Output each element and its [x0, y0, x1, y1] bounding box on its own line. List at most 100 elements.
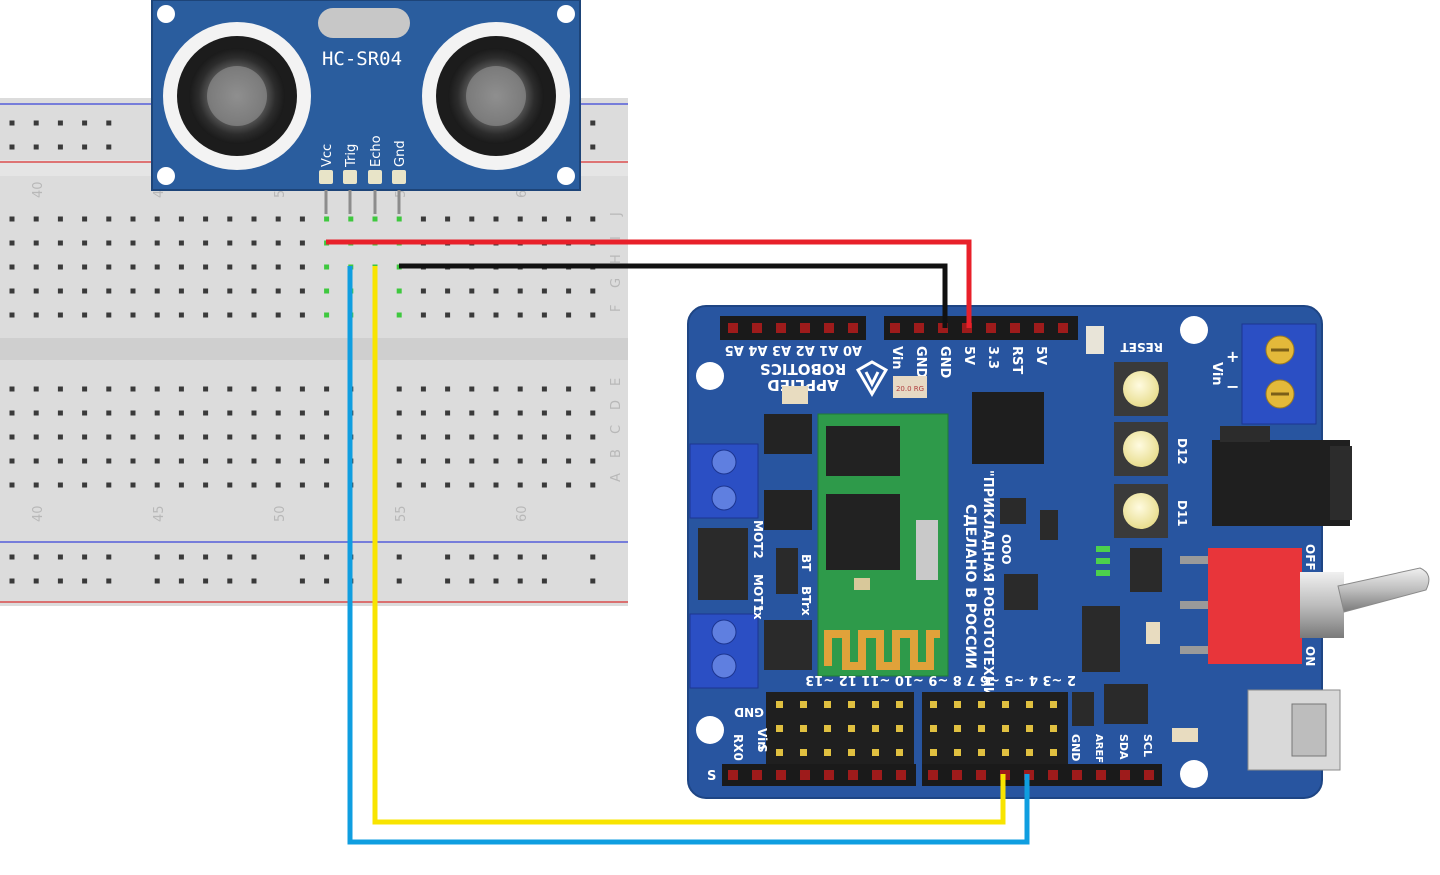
- breadboard-hole: [396, 554, 402, 560]
- jumper-header: [764, 620, 812, 670]
- power-label-gnd2: GND: [937, 346, 952, 379]
- breadboard-hole: [299, 482, 305, 488]
- breadboard-hole: [57, 578, 63, 584]
- servo-pin: [848, 749, 855, 756]
- breadboard-hole: [154, 554, 160, 560]
- breadboard-hole: [590, 216, 596, 222]
- breadboard-hole: [57, 386, 63, 392]
- servo-pin: [872, 725, 879, 732]
- mount-hole: [557, 167, 575, 185]
- breadboard-hole: [517, 482, 523, 488]
- breadboard-hole: [396, 578, 402, 584]
- breadboard-hole: [203, 434, 209, 440]
- power-label-5v2: 5V: [1033, 346, 1048, 365]
- breadboard-hole: [82, 120, 88, 126]
- breadboard-hole: [517, 288, 523, 294]
- usb-chip: [1104, 684, 1148, 724]
- servo-pin: [1002, 701, 1009, 708]
- breadboard-hole: [445, 386, 451, 392]
- header-pin: [890, 323, 900, 333]
- breadboard-hole: [445, 216, 451, 222]
- breadboard-hole: [324, 458, 330, 464]
- breadboard-hole: [33, 554, 39, 560]
- servo-pin: [954, 701, 961, 708]
- breadboard-hole: [33, 264, 39, 270]
- breadboard-hole: [82, 578, 88, 584]
- breadboard-hole: [493, 434, 499, 440]
- power-label-3v3: 3.3: [985, 346, 1000, 369]
- header-pin: [952, 770, 962, 780]
- breadboard-hole: [566, 312, 572, 318]
- wire-vcc-5v[interactable]: [326, 239, 972, 328]
- breadboard-hole: [130, 288, 136, 294]
- breadboard-hole: [130, 240, 136, 246]
- breadboard-hole: [9, 410, 15, 416]
- breadboard-hole: [396, 482, 402, 488]
- servo-pin: [930, 725, 937, 732]
- servo-pin: [800, 725, 807, 732]
- breadboard-hole: [106, 386, 112, 392]
- dc-power-jack: [1212, 426, 1352, 526]
- breadboard-hole: [566, 482, 572, 488]
- breadboard-hole: [154, 410, 160, 416]
- breadboard-hole: [82, 434, 88, 440]
- breadboard-hole: [106, 554, 112, 560]
- breadboard-hole: [33, 216, 39, 222]
- breadboard-hole: [227, 458, 233, 464]
- side-label-vin: Vin: [755, 728, 769, 750]
- label-sda: SDA: [1117, 734, 1130, 760]
- breadboard-hole: [57, 482, 63, 488]
- breadboard-hole: [396, 410, 402, 416]
- power-switch[interactable]: [1180, 548, 1430, 664]
- breadboard-hole: [420, 458, 426, 464]
- breadboard-hole: [324, 288, 330, 294]
- label-aref: AREF: [1093, 734, 1104, 763]
- breadboard-hole: [493, 458, 499, 464]
- col-num-45-bottom: 45: [152, 505, 167, 522]
- servo-pin: [896, 701, 903, 708]
- breadboard-hole: [130, 434, 136, 440]
- breadboard-hole: [469, 554, 475, 560]
- wire-echo[interactable]: [347, 266, 1030, 845]
- wire-trig[interactable]: [372, 266, 1006, 825]
- row-letter-a: A: [609, 473, 624, 482]
- breadboard-hole: [445, 434, 451, 440]
- breadboard-hole: [9, 264, 15, 270]
- d12-button[interactable]: [1114, 422, 1168, 476]
- breadboard-hole: [57, 312, 63, 318]
- wires: [326, 239, 1030, 845]
- breadboard-hole: [566, 288, 572, 294]
- breadboard-hole: [396, 312, 402, 318]
- breadboard-hole: [420, 216, 426, 222]
- row-letter-b: B: [609, 449, 624, 458]
- breadboard-hole: [275, 216, 281, 222]
- breadboard-hole: [566, 410, 572, 416]
- reset-button[interactable]: [1114, 362, 1168, 416]
- mount-hole: [696, 716, 724, 744]
- breadboard-hole: [541, 386, 547, 392]
- breadboard-hole: [82, 386, 88, 392]
- breadboard-hole: [275, 458, 281, 464]
- breadboard-hole: [493, 554, 499, 560]
- wire-gnd[interactable]: [399, 263, 948, 328]
- d11-button[interactable]: [1114, 484, 1168, 538]
- breadboard-hole: [251, 312, 257, 318]
- crystal-oscillator: [893, 376, 927, 398]
- header-pin: [728, 770, 738, 780]
- breadboard-hole: [275, 410, 281, 416]
- breadboard-hole: [57, 288, 63, 294]
- breadboard-hole: [469, 458, 475, 464]
- digital-header-bottom: [722, 764, 1162, 786]
- motor-label-mot2: MOT2: [751, 520, 765, 559]
- receiver-speaker: [422, 22, 570, 170]
- servo-pin: [1050, 725, 1057, 732]
- breadboard-hole: [275, 312, 281, 318]
- label-gnd-bottom: GND: [1069, 734, 1082, 761]
- mount-hole: [157, 167, 175, 185]
- mount-hole: [696, 362, 724, 390]
- s-label: S: [707, 769, 716, 784]
- breadboard-hole: [493, 312, 499, 318]
- breadboard-hole: [420, 410, 426, 416]
- breadboard-hole: [251, 482, 257, 488]
- breadboard-hole: [203, 288, 209, 294]
